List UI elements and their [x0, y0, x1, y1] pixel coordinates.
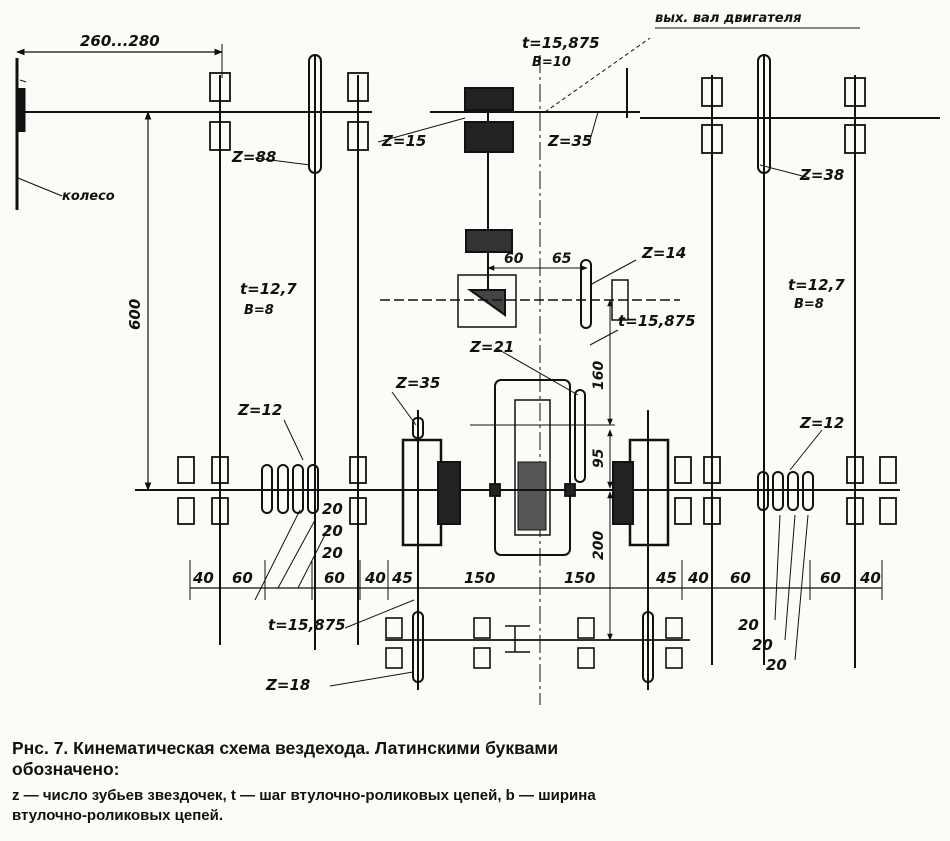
label-z12-left: Z=12 — [237, 401, 282, 419]
label-t-left: t=12,7 — [240, 280, 297, 298]
sprocket-z88 — [308, 54, 322, 174]
bevel-gear — [466, 289, 506, 317]
axle-bearings — [177, 456, 897, 525]
label-z35-left: Z=35 — [395, 374, 440, 392]
label-z15: Z=15 — [381, 132, 426, 150]
dim-65: 65 — [552, 251, 572, 267]
sprocket-z21 — [574, 389, 586, 483]
sprocket-z18-left — [412, 611, 424, 683]
bottom-dim-right-3: 60 — [820, 569, 841, 587]
stack-right-1: 20 — [752, 636, 773, 654]
label-z38: Z=38 — [799, 166, 844, 184]
sprocket-z18-right — [642, 611, 654, 683]
wheel-label: колесо — [62, 189, 115, 204]
label-z21: Z=21 — [469, 338, 514, 356]
dim-200: 200 — [591, 531, 607, 560]
label-z12-right: Z=12 — [799, 414, 844, 432]
bottom-dim-center-1: 150 — [564, 569, 595, 587]
stack-left-0: 20 — [322, 500, 343, 518]
leader-lines — [19, 79, 823, 687]
label-z18: Z=18 — [265, 676, 310, 694]
bottom-dim-left-4: 45 — [391, 569, 413, 587]
differential-gear — [517, 461, 547, 531]
sprocket-z38 — [757, 54, 771, 174]
label-t-mid: t=15,875 — [618, 312, 696, 330]
label-b-left: B=8 — [244, 303, 274, 318]
differential-housing — [494, 379, 571, 556]
bottom-dim-right-1: 40 — [687, 569, 709, 587]
caption-body: z — число зубьев звездочек, t — шаг втул… — [12, 787, 596, 824]
brake-disc-right — [612, 461, 634, 525]
coupling — [465, 229, 513, 253]
brake-disc-left — [437, 461, 461, 525]
engine-label-leader — [544, 37, 651, 113]
bottom-dim-right-4: 40 — [859, 569, 881, 587]
figure-caption: Рнс. 7. Кинематическая схема вездехода. … — [12, 738, 652, 826]
stack-left-2: 20 — [322, 544, 343, 562]
differential-core — [514, 399, 551, 536]
brake-drum-left — [401, 438, 443, 547]
dim-600: 600 — [126, 299, 144, 330]
bottom-dim-left-1: 60 — [232, 569, 253, 587]
lower-bearings — [385, 617, 683, 669]
caption-title: Рнс. 7. Кинематическая схема вездехода. … — [12, 738, 559, 779]
bottom-dim-left-0: 40 — [192, 569, 214, 587]
bottom-dim-right-0: 45 — [655, 569, 677, 587]
bottom-dim-left-3: 40 — [364, 569, 386, 587]
sprocket-group-right — [757, 471, 814, 511]
stack-right-0: 20 — [738, 616, 759, 634]
bearing-top-right — [701, 77, 866, 154]
sprocket-z35-left — [412, 417, 424, 439]
dim-60-center: 60 — [504, 251, 524, 267]
dim-260-280: 260...280 — [80, 32, 160, 50]
bottom-dim-center-0: 150 — [464, 569, 495, 587]
bottom-dim-ticks — [189, 560, 883, 600]
lower-coupling — [505, 625, 530, 653]
label-b-top: B=10 — [532, 55, 571, 70]
label-b-right: B=8 — [794, 297, 824, 312]
label-t-right: t=12,7 — [788, 276, 845, 294]
label-z14: Z=14 — [641, 244, 686, 262]
label-z35-top: Z=35 — [547, 132, 592, 150]
sprocket-z14 — [580, 259, 592, 329]
motor-sprocket-block — [464, 87, 514, 153]
bottom-dim-left-2: 60 — [324, 569, 345, 587]
dim-95: 95 — [591, 448, 607, 468]
stack-left-1: 20 — [322, 522, 343, 540]
engine-output-label: вых. вал двигателя — [655, 11, 802, 26]
label-z88: Z=88 — [231, 148, 276, 166]
bearing-top-left — [209, 72, 369, 151]
dim-160: 160 — [591, 361, 607, 390]
bottom-dim-right-2: 60 — [730, 569, 751, 587]
stack-right-2: 20 — [766, 656, 787, 674]
kinematic-diagram: вых. вал двигателя колесо 260...280 600 … — [15, 11, 940, 705]
label-t-bottom: t=15,875 — [268, 616, 346, 634]
label-t-top: t=15,875 — [522, 34, 600, 52]
bevel-gearbox — [457, 274, 517, 328]
wheel-leader — [17, 177, 63, 197]
